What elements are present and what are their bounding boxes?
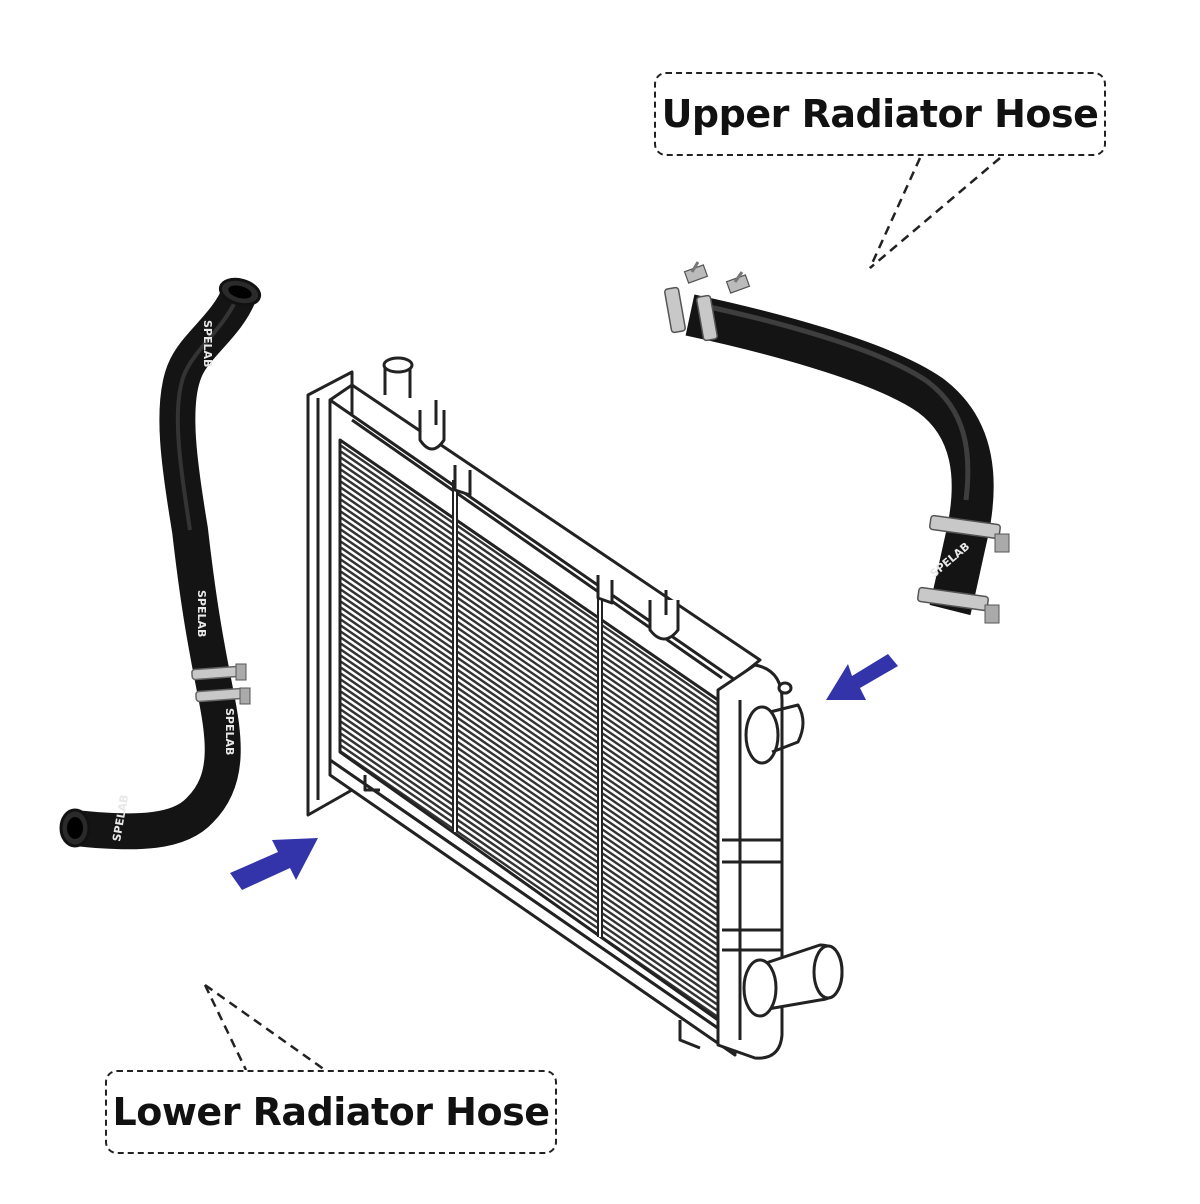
radiator (306, 356, 844, 1060)
lower-hose-callout: Lower Radiator Hose (105, 1070, 557, 1154)
radiator-fin (340, 552, 718, 814)
upper-hose-callout: Upper Radiator Hose (654, 72, 1106, 156)
leader-lines (203, 157, 1001, 1072)
radiator-fin (340, 702, 718, 964)
radiator-fin (340, 558, 718, 820)
radiator-fin (340, 480, 718, 742)
radiator-fin (340, 594, 718, 856)
radiator-fin (340, 600, 718, 862)
radiator-fin (340, 714, 718, 976)
radiator-fin (340, 474, 718, 736)
radiator-fin (340, 630, 718, 892)
radiator-fin (340, 468, 718, 730)
radiator-fin (340, 618, 718, 880)
radiator-fin (340, 462, 718, 724)
radiator-fin (340, 570, 718, 832)
radiator-fin (340, 606, 718, 868)
radiator-fin (340, 486, 718, 748)
radiator-fin (340, 654, 718, 916)
radiator-fin (340, 744, 718, 1006)
radiator-fin (340, 648, 718, 910)
radiator-fin (340, 642, 718, 904)
upper-hose-label: Upper Radiator Hose (661, 92, 1099, 136)
brand-mark: SPELAB (223, 708, 236, 755)
radiator-fin (340, 678, 718, 940)
radiator-fin (340, 684, 718, 946)
lower-hose-label: Lower Radiator Hose (112, 1090, 550, 1134)
radiator-fin (340, 624, 718, 886)
arrow-right-icon (230, 838, 318, 890)
radiator-fin (340, 672, 718, 934)
radiator-fin (340, 588, 718, 850)
radiator-fin (340, 516, 718, 778)
radiator-fin (340, 696, 718, 958)
radiator-fin (340, 726, 718, 988)
radiator-fin (340, 690, 718, 952)
radiator-fin (340, 732, 718, 994)
brand-mark: SPELAB (195, 590, 208, 637)
hose-clamp (191, 663, 251, 705)
lower-radiator-hose: SPELAB SPELAB SPELAB SPELAB (59, 277, 262, 850)
radiator-fin (340, 738, 718, 1000)
radiator-fin (340, 492, 718, 754)
radiator-fin (340, 576, 718, 838)
radiator-fin (340, 546, 718, 808)
radiator-fin (340, 444, 718, 706)
radiator-fin (340, 750, 718, 1012)
radiator-fin (340, 540, 718, 802)
radiator-fin (340, 528, 718, 790)
radiator-fin (340, 522, 718, 784)
radiator-fin (340, 666, 718, 928)
radiator-fin (340, 582, 718, 844)
radiator-fin (340, 534, 718, 796)
radiator-fin (340, 612, 718, 874)
upper-radiator-hose: SPELAB (664, 261, 1010, 624)
brand-mark: SPELAB (201, 320, 214, 367)
radiator-fin (340, 504, 718, 766)
radiator-fin (340, 720, 718, 982)
radiator-fin (340, 708, 718, 970)
radiator-fin (340, 498, 718, 760)
radiator-fin (340, 636, 718, 898)
radiator-fin (340, 660, 718, 922)
radiator-fin (340, 564, 718, 826)
arrow-left-icon (826, 654, 898, 700)
radiator-fin (340, 450, 718, 712)
radiator-fin (340, 510, 718, 772)
hose-clamp (664, 261, 751, 342)
hose-clamp (917, 514, 1010, 624)
radiator-fin (340, 456, 718, 718)
